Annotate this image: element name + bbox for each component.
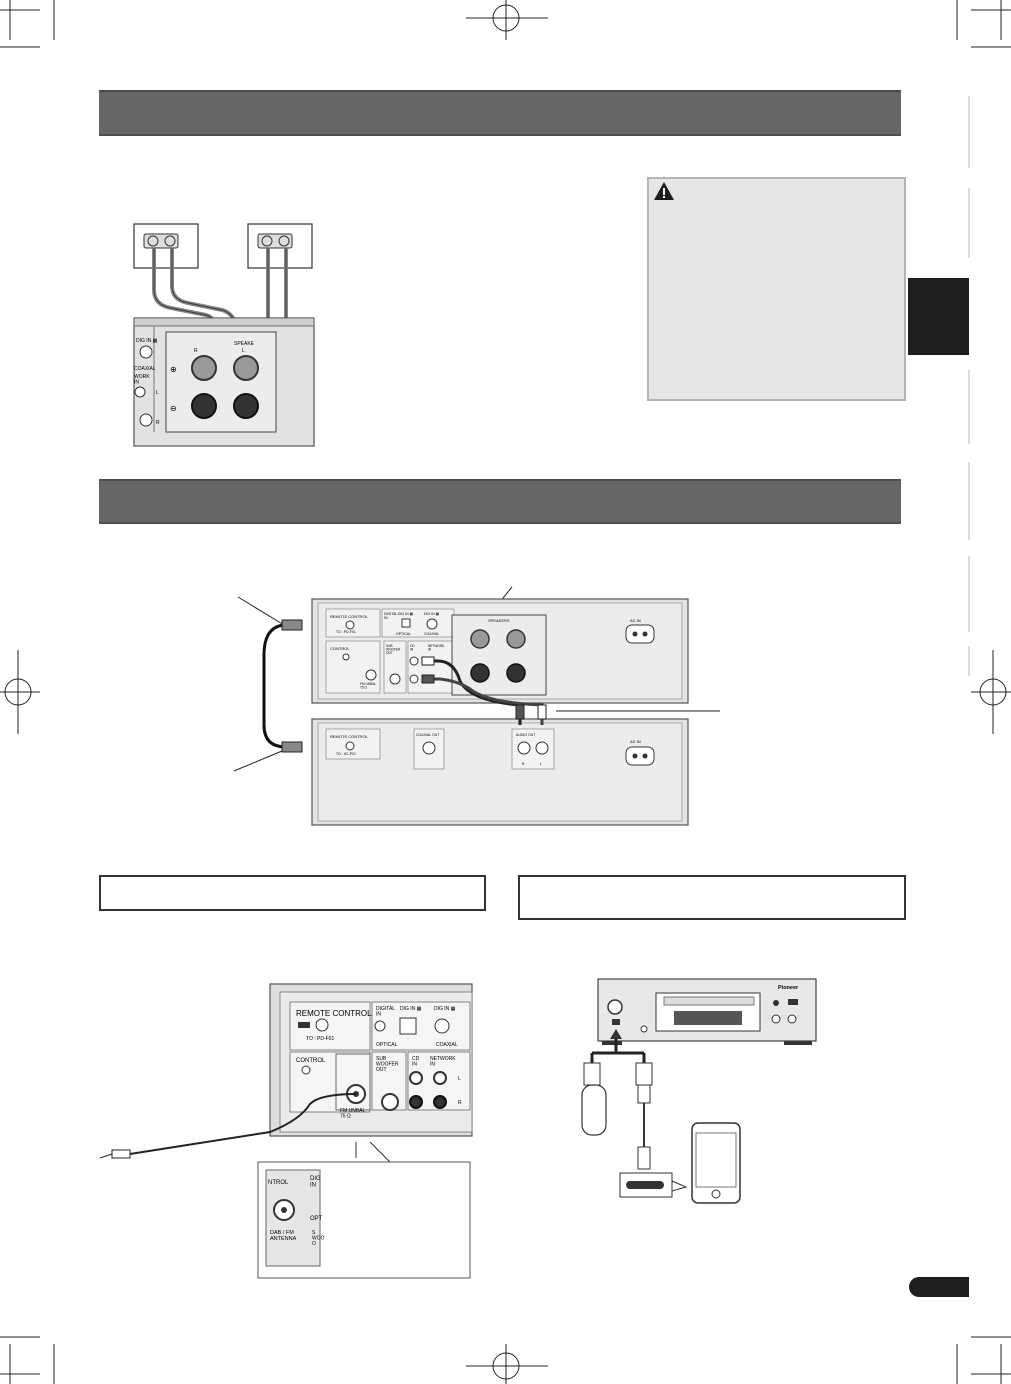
iphone-icon [691,1122,741,1204]
xc-l: L [540,762,542,766]
pd-speakers: SPEAKERS [488,618,510,623]
pd-connection-figure: REMOTE CONTROL TO : PD-F01 CONTROL DIGIT… [233,586,720,826]
subheader-fm-antenna [99,875,486,911]
section-banner-speakers [99,90,901,136]
inset-ntrol: NTROL [268,1180,289,1186]
section-banner-pd-connection [99,479,901,524]
section-tab-2 [968,188,970,258]
r-label: R [156,420,160,426]
xc-to-pdf: TO : XC-P01 [336,752,356,756]
usb-flash-drive-icon [581,1062,607,1136]
pioneer-brand: Pioneer [778,985,799,991]
r-mark: R [194,348,198,354]
coaxial-label: COAXIAL [134,366,156,372]
page-number-tab [909,1277,969,1297]
fm-optical: OPTICAL [376,1042,398,1048]
section-tab-7 [968,646,970,676]
xc-remote-control: REMOTE CONTROL [330,734,369,739]
section-tab-1 [968,96,970,168]
fm-dig-in: DIG IN ▦ [400,1006,422,1012]
pd-control: CONTROL [330,646,350,651]
section-tab-4 [968,370,970,444]
xc-ac-in: AC IN [630,739,641,744]
dig-in-label: DIG IN ▦ [136,338,158,344]
speaker-terminal-right [143,233,293,249]
xc-audio-out: AUDIO OUT [516,733,536,737]
fm-antenna-figure: REMOTE CONTROL TO : PD-F01 CONTROL FM UN… [100,983,473,1279]
plus-mark: ⊕ [170,365,177,374]
caution-box [647,177,906,401]
usb-cable-icon [619,1062,688,1198]
pd-to-pdf01: TO : PD-F01 [336,630,356,634]
usb-connection-figure: Pioneer [581,978,817,1204]
fm-antenna-icon [111,1149,131,1159]
fm-remote-control: REMOTE CONTROL [296,1009,372,1018]
fm-control: CONTROL [296,1058,326,1064]
pd-ac-in: AC IN [630,618,641,623]
fm-l: L [458,1076,461,1082]
pd-coaxial: COAXIAL [424,632,439,636]
section-tab-6 [968,556,970,632]
fm-coaxial: COAXIAL [436,1042,458,1048]
pd-dig-in2: DIG IN ▦ [424,612,440,616]
inset-opt: OPT [310,1216,323,1222]
pd-dig-in: DIG IN ▦ [398,612,414,616]
speakers-label: SPEAKE [234,341,255,347]
xc-r: R [522,762,525,766]
section-tab-5 [968,462,970,540]
l-mark: L [242,348,245,354]
pd-optical: OPTICAL [396,632,411,636]
fm-to-pdf01: TO : PD-F01 [306,1036,334,1042]
fm-r: R [458,1100,462,1106]
l-label: L [156,390,159,396]
fm-dig-in2: DIG IN ▦ [434,1006,456,1012]
pd-remote-control: REMOTE CONTROL [330,614,369,619]
xc-coaxial-out: COAXIAL OUT [416,733,440,737]
minus-mark: ⊖ [170,404,177,413]
subheader-usb [518,875,906,920]
warning-icon [654,182,674,200]
section-tab-active [908,278,969,355]
